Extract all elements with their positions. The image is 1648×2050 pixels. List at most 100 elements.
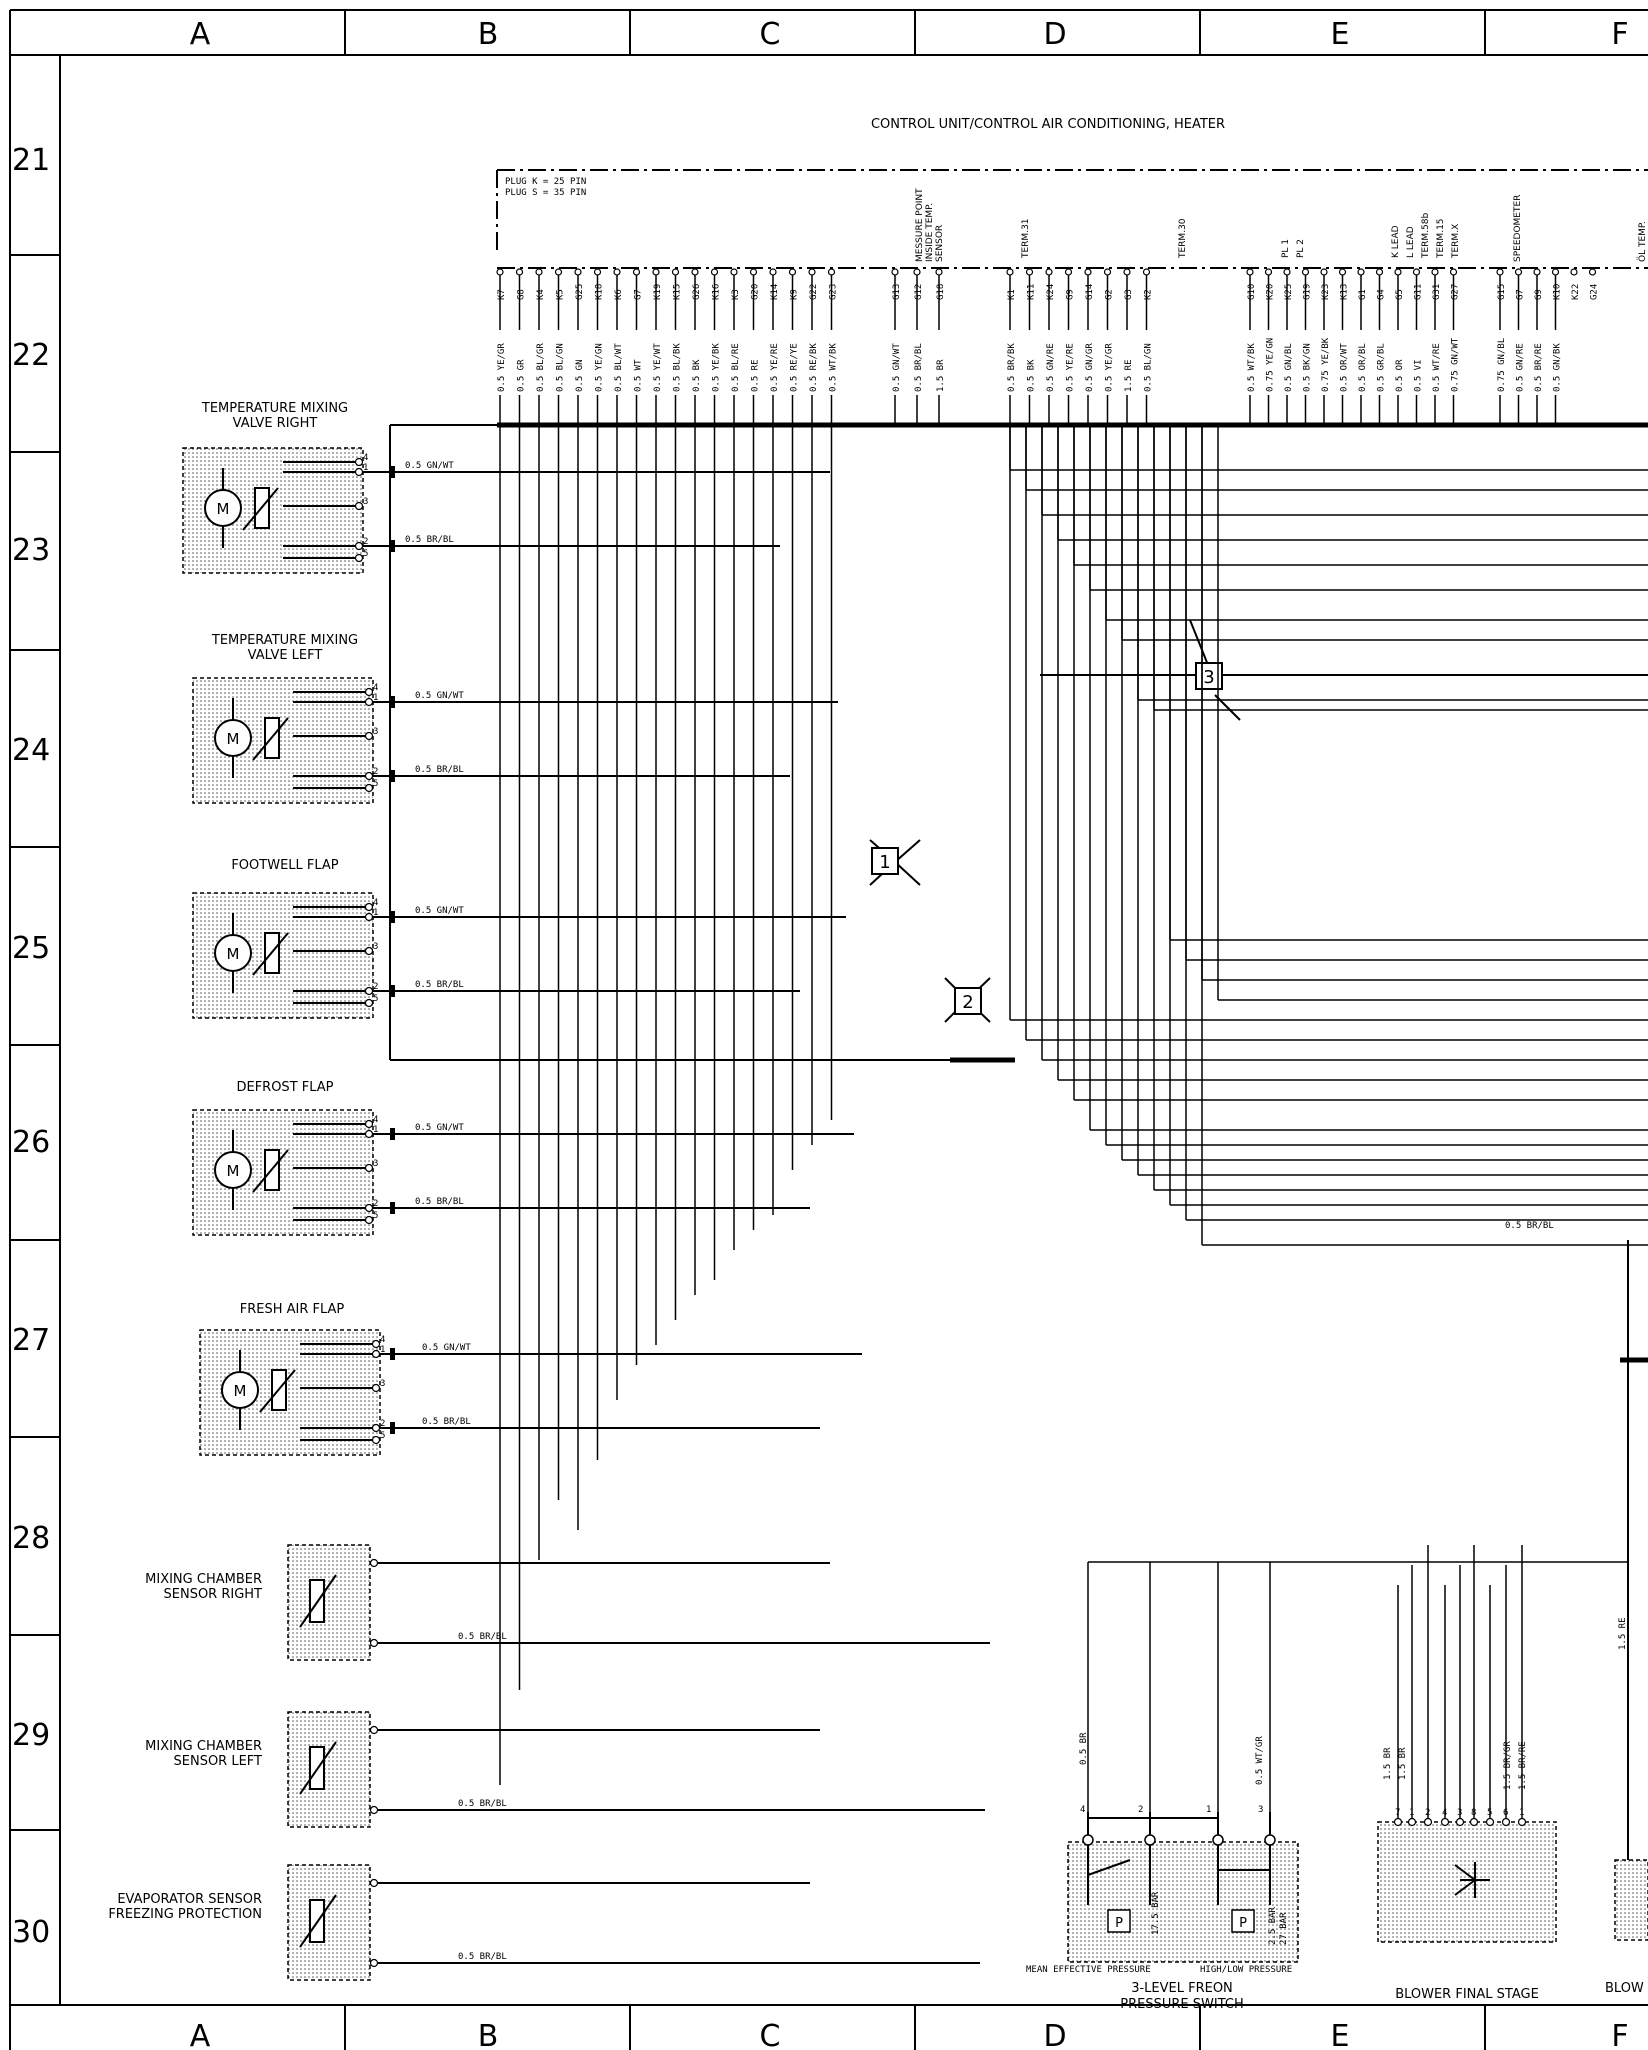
actuator-pin-number: 4: [380, 1335, 385, 1345]
label-pl2: PL 2: [1296, 239, 1306, 258]
motor-label: M: [227, 1162, 240, 1180]
pin-terminal: [574, 268, 582, 276]
label-term58b: TERM.58b: [1421, 212, 1431, 259]
wire-label: 0.5 BL/GN: [556, 343, 566, 392]
wire-label: 0.5 YE/RE: [1066, 343, 1076, 392]
wire-label: 0.5 GN/BL: [1284, 343, 1294, 392]
ps-pin-1: 1: [1206, 1805, 1211, 1815]
blower-pin: [1407, 1817, 1417, 1827]
blower-pin: [1517, 1817, 1527, 1827]
actuator-pin: [364, 902, 374, 912]
actuator-pin: [364, 1119, 374, 1129]
sensor-wire-label: 0.5 BR/BL: [458, 1952, 507, 1962]
wire-label: 0.5 YE/WT: [653, 343, 663, 392]
actuator-wire-label: 0.5 BR/BL: [415, 1197, 464, 1207]
blower-pin-number: 1: [1519, 1808, 1524, 1818]
pin-terminal: [710, 268, 719, 276]
pin-label: K9: [790, 289, 800, 300]
splice-3: 3: [1040, 619, 1648, 721]
actuator-pin-number: 3: [373, 727, 378, 737]
wire-label: 0.5 YE/GN: [595, 343, 605, 392]
splice-1-label: 1: [879, 852, 890, 873]
right-wire-label: 1.5 RE: [1618, 1617, 1628, 1650]
row-label-30: 30: [12, 1915, 50, 1950]
blower-wire-3: 1.5 BR/GR: [1503, 1741, 1513, 1790]
pin-terminal: [1533, 268, 1541, 276]
pin-label: K22: [1571, 284, 1581, 300]
pin-label: G12: [914, 284, 924, 300]
pin-label: K20: [1266, 284, 1276, 300]
pin-label: G18: [936, 284, 946, 300]
pin-terminal: [808, 268, 816, 276]
actuator-pin-number: 2: [373, 982, 378, 992]
pin-terminal: [1264, 268, 1273, 276]
pin-label: G2: [1105, 289, 1115, 300]
blower-wire-4: 1.5 BR/RE: [1518, 1741, 1528, 1790]
actuator-label: VALVE RIGHT: [233, 416, 318, 431]
ps-bar-1: 17.5 BAR: [1151, 1891, 1161, 1935]
pin-terminal: [1570, 268, 1578, 276]
column-label-a-bottom: A: [190, 2019, 211, 2050]
actuator-pin: [364, 687, 374, 697]
actuator-pin: [364, 1129, 374, 1139]
pin-terminal: [1025, 268, 1034, 276]
actuator-pin-number: 1: [380, 1345, 385, 1355]
row-label-28: 28: [12, 1521, 50, 1556]
column-label-c: C: [760, 17, 781, 52]
column-label-e-bottom: E: [1331, 2019, 1350, 2050]
pin-label: K25: [1284, 284, 1294, 300]
ps-right-label: HIGH/LOW PRESSURE: [1200, 1965, 1292, 1975]
wire-label: 0.75 YE/BK: [1321, 337, 1331, 392]
actuator-pin: [364, 771, 374, 781]
pin-terminal: [652, 268, 660, 276]
actuator-pin-number: 3: [373, 1159, 378, 1169]
wire-label: 0.5 OR/WT: [1340, 343, 1350, 392]
ps-bar-2: 2.5 BAR: [1268, 1906, 1278, 1945]
pin-terminal: [1084, 268, 1092, 276]
actuator-pin-number: 2: [373, 1199, 378, 1209]
blower-pin: [1393, 1817, 1403, 1827]
sensor-box: [287, 1864, 371, 1981]
pin-label: G5: [1395, 289, 1405, 300]
wire-label: 0.5 RE/YE: [790, 343, 800, 392]
actuator-label: VALVE LEFT: [248, 648, 323, 663]
pin-terminal: [1394, 268, 1402, 276]
blower-pin: [1440, 1817, 1450, 1827]
column-label-d: D: [1043, 17, 1066, 52]
pin-terminal: [1064, 268, 1073, 276]
pin-label: K13: [1340, 284, 1350, 300]
diagram-title: CONTROL UNIT/CONTROL AIR CONDITIONING, H…: [871, 117, 1225, 132]
actuator-label: TEMPERATURE MIXING: [201, 401, 348, 416]
actuator-pin: [364, 731, 374, 741]
actuator-label: DEFROST FLAP: [236, 1080, 333, 1095]
label-measure-point-2: INSIDE TEMP.: [925, 203, 935, 262]
pin-label: G19: [1303, 284, 1313, 300]
pin-terminal: [730, 268, 738, 276]
pin-terminal: [691, 268, 699, 276]
sensor-box: [287, 1711, 371, 1828]
pin-terminal: [554, 268, 563, 276]
frame: [9, 9, 1648, 2050]
wire-label: 0.5 BR/BL: [914, 343, 924, 392]
actuator-pin: [354, 501, 364, 511]
pin-terminal: [1320, 268, 1328, 276]
wire-label: 0.75 GN/BL: [1497, 338, 1507, 392]
wire-label: 0.5 BK: [1027, 359, 1037, 392]
wire-label: 0.5 WT: [634, 359, 644, 392]
blower-pin-number: 8: [1471, 1808, 1476, 1818]
actuator-pin: [364, 697, 374, 707]
pin-label: G24: [1590, 284, 1600, 300]
actuator-pin-number: 3: [380, 1379, 385, 1389]
actuator-pin-number: 5: [363, 549, 368, 559]
blower-pin: [1455, 1817, 1465, 1827]
ps-pin-2: 2: [1138, 1805, 1143, 1815]
ps-left-label: MEAN EFFECTIVE PRESSURE: [1026, 1965, 1151, 1975]
blower-pin-number: 7: [1395, 1808, 1400, 1818]
actuator-pin-number: 5: [380, 1431, 385, 1441]
ps-wire-left: 0.5 BR: [1079, 1732, 1089, 1765]
blower-pin: [1469, 1817, 1479, 1827]
wire-label: 0.5 GN/GR: [1085, 343, 1095, 392]
wire-label: 0.5 BR/RE: [1534, 343, 1544, 392]
right-wire-bundle: [1009, 425, 1648, 1822]
